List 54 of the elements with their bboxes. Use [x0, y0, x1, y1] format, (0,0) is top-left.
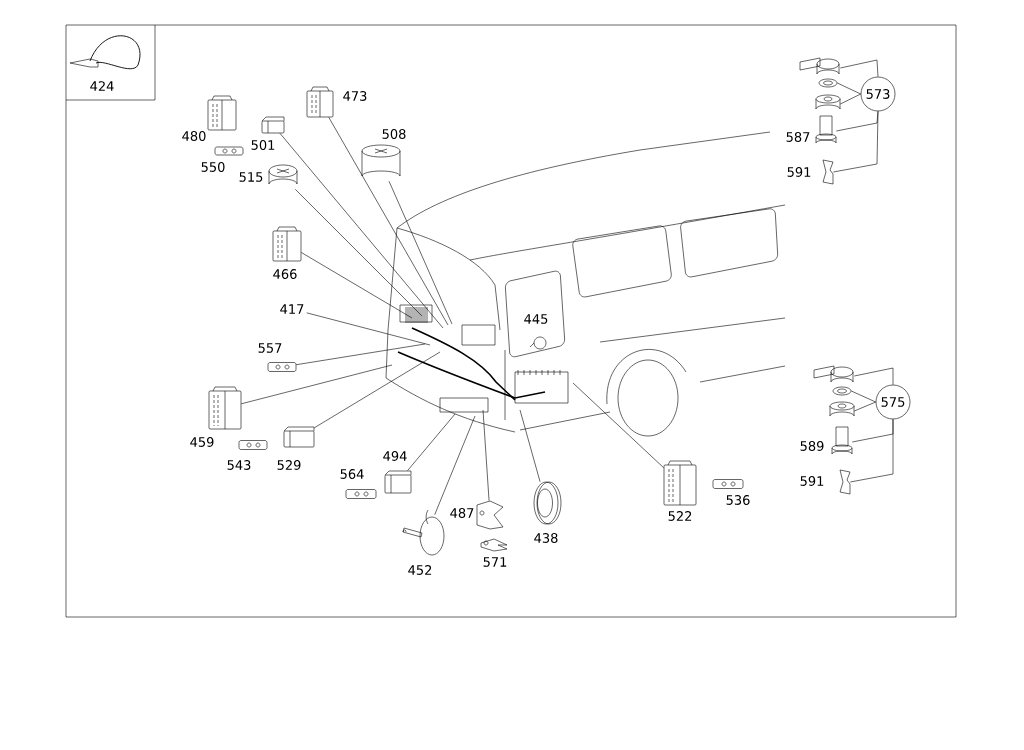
part-number: 564 [340, 469, 364, 479]
leader-line [295, 189, 423, 317]
part-number: 522 [668, 511, 692, 521]
leader-line [241, 364, 393, 405]
leader-line [840, 93, 861, 105]
leader-line [301, 252, 413, 319]
part-number: 550 [201, 162, 225, 172]
part-number: 424 [90, 81, 114, 91]
part-number: 501 [251, 140, 275, 150]
part-number: 557 [258, 343, 282, 353]
leader-line [328, 117, 449, 326]
leader-line [854, 401, 876, 412]
leader-line [314, 351, 441, 429]
leader-line [519, 409, 541, 482]
washer-drawing [832, 386, 852, 396]
leader-line [296, 343, 426, 365]
leader-line [434, 415, 476, 515]
part-number: 417 [280, 304, 304, 314]
part-number: 591 [800, 476, 824, 486]
part-number: 452 [408, 565, 432, 575]
part-number: 438 [534, 533, 558, 543]
part-number: 466 [273, 269, 297, 279]
leader-line [854, 367, 894, 385]
leader-line [840, 59, 879, 77]
part-number: 487 [450, 508, 474, 518]
leader-line [388, 181, 453, 325]
part-number: 591 [787, 167, 811, 177]
leader-line [306, 312, 431, 346]
part-number: 508 [382, 129, 406, 139]
leader-line [851, 390, 876, 403]
leader-line [279, 133, 444, 329]
part-number: 571 [483, 557, 507, 567]
part-number: 536 [726, 495, 750, 505]
part-number: 543 [227, 460, 251, 470]
fitting-drawing [799, 57, 840, 75]
leader-line [407, 413, 456, 471]
part-number: 529 [277, 460, 301, 470]
fitting-drawing [813, 365, 854, 383]
part-number: 459 [190, 437, 214, 447]
part-number: 515 [239, 172, 263, 182]
leader-line [850, 419, 894, 483]
part-number: 587 [786, 132, 810, 142]
nut-drawing [815, 94, 841, 110]
leader-line [833, 111, 879, 173]
part-number: 480 [182, 131, 206, 141]
washer-drawing [818, 78, 838, 88]
leader-line [572, 382, 664, 469]
leader-line [837, 82, 861, 95]
part-number: 473 [343, 91, 367, 101]
leader-line [482, 409, 490, 501]
part-number: 445 [524, 314, 548, 324]
part-number: 589 [800, 441, 824, 451]
part-number: 494 [383, 451, 407, 461]
nut-drawing [829, 401, 855, 417]
